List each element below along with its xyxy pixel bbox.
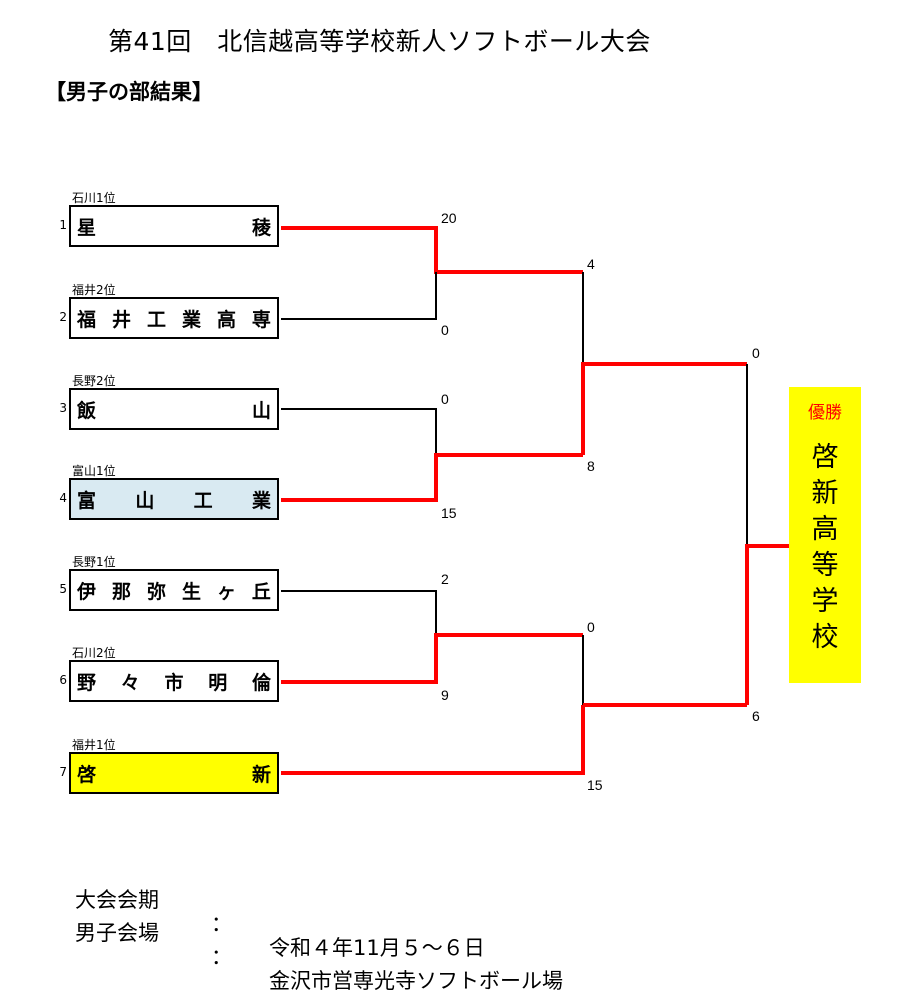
team-name-char: 市 <box>164 671 184 694</box>
venue-label: 男子会場 <box>75 921 159 945</box>
champion-name-char: 高 <box>811 514 839 545</box>
team-box: 啓新 <box>69 752 279 794</box>
team-qualifier: 石川1位 <box>72 191 116 205</box>
team-name-char: 富 <box>77 489 97 512</box>
score-r1-m1-bottom: 0 <box>441 322 449 338</box>
section-subtitle: 【男子の部結果】 <box>45 80 213 104</box>
score-semi-1-top: 4 <box>587 256 595 272</box>
team-box: 星稜 <box>69 205 279 247</box>
footer-venue-row: 男子会場 ： 金沢市営専光寺ソフトボール場 <box>75 893 563 993</box>
team-seed-number: 2 <box>59 310 67 324</box>
team-qualifier: 長野2位 <box>72 374 116 388</box>
team-name-char: 野 <box>77 671 97 694</box>
team-name-char: 新 <box>251 763 271 786</box>
team-seed-number: 7 <box>59 765 67 779</box>
team-name-char: 高 <box>216 308 236 331</box>
team-seed-number: 5 <box>59 582 67 596</box>
champion-name-char: 新 <box>811 478 839 509</box>
period-value: 令和４年11月５～６日 <box>269 936 485 960</box>
team-name-char: 星 <box>77 216 97 239</box>
line-team3 <box>281 408 437 455</box>
team-name-char: 工 <box>146 308 166 331</box>
venue-colon: ： <box>211 945 232 969</box>
team-name-char: 那 <box>111 580 131 603</box>
line-final-bottom <box>745 544 789 705</box>
team-name-char: 稜 <box>251 216 271 239</box>
team-box: 富山工業 <box>69 478 279 520</box>
score-final-top: 0 <box>752 345 760 361</box>
team-name-char: 啓 <box>77 763 97 786</box>
team-name-char: 生 <box>181 580 201 603</box>
line-team2 <box>281 272 437 320</box>
period-colon: ： <box>211 912 232 936</box>
champion-name: 啓新高等学校 <box>812 440 839 656</box>
line-team1 <box>281 226 583 274</box>
team-qualifier: 長野1位 <box>72 555 116 569</box>
line-semi1-bottom <box>581 362 747 455</box>
team-name-char: 工 <box>193 489 213 512</box>
period-label: 大会会期 <box>75 888 159 912</box>
team-box: 伊那弥生ヶ丘 <box>69 569 279 611</box>
team-name-char: 業 <box>181 308 201 331</box>
score-r1-m3-top: 2 <box>441 571 449 587</box>
champion-box: 優勝 啓新高等学校 <box>789 387 861 683</box>
venue-value: 金沢市営専光寺ソフトボール場 <box>269 969 563 993</box>
team-name-char: 専 <box>251 308 271 331</box>
team-seed-number: 3 <box>59 401 67 415</box>
page-title: 第41回 北信越高等学校新人ソフトボール大会 <box>108 27 651 56</box>
team-qualifier: 福井1位 <box>72 738 116 752</box>
score-semi-2-top: 0 <box>587 619 595 635</box>
score-final-bottom: 6 <box>752 708 760 724</box>
team-name-char: 山 <box>251 399 271 422</box>
champion-name-char: 学 <box>811 586 839 617</box>
team-name-char: 井 <box>111 308 131 331</box>
line-team6 <box>281 633 583 684</box>
team-seed-number: 1 <box>59 218 67 232</box>
team-qualifier: 石川2位 <box>72 646 116 660</box>
champion-label: 優勝 <box>808 403 842 423</box>
team-name-char: 明 <box>208 671 228 694</box>
team-seed-number: 4 <box>59 491 67 505</box>
team-name-char: ヶ <box>216 580 236 603</box>
team-qualifier: 富山1位 <box>72 464 116 478</box>
team-box: 福井工業高専 <box>69 297 279 339</box>
score-r1-m3-bottom: 9 <box>441 687 449 703</box>
team-name-char: 福 <box>77 308 97 331</box>
score-r1-m2-bottom: 15 <box>441 505 457 521</box>
line-team5 <box>281 590 437 635</box>
team-seed-number: 6 <box>59 673 67 687</box>
score-semi-1-bottom: 8 <box>587 458 595 474</box>
score-r1-m1-top: 20 <box>441 210 457 226</box>
team-box: 野々 市 明倫 <box>69 660 279 702</box>
team-name-char: 伊 <box>77 580 97 603</box>
line-team7 <box>281 705 585 775</box>
team-name-char: 丘 <box>251 580 271 603</box>
team-name-char: 業 <box>251 489 271 512</box>
line-team4 <box>281 453 583 502</box>
team-qualifier: 福井2位 <box>72 283 116 297</box>
team-name-char: 飯 <box>77 399 97 422</box>
team-box: 飯山 <box>69 388 279 430</box>
champion-name-char: 校 <box>811 622 839 653</box>
score-r1-m2-top: 0 <box>441 391 449 407</box>
team-name-char: 弥 <box>146 580 166 603</box>
champion-name-char: 啓 <box>811 442 839 473</box>
team-name-char: 山 <box>135 489 155 512</box>
bracket-lines <box>281 226 789 775</box>
champion-name-char: 等 <box>811 550 839 581</box>
score-semi-2-bottom: 15 <box>587 777 603 793</box>
team-name-char: 々 <box>120 671 140 694</box>
team-name-char: 倫 <box>251 671 271 694</box>
